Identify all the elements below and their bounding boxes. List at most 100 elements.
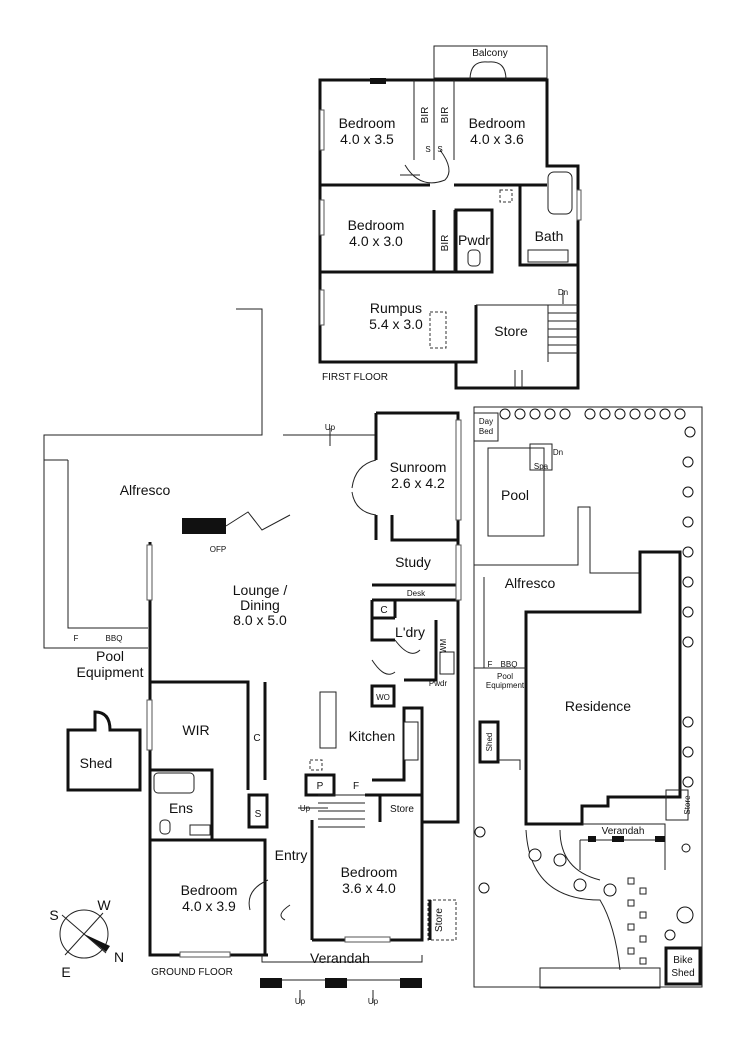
tree-icon	[528, 848, 542, 862]
room-name: Bedroom	[341, 864, 398, 880]
tree-icon	[682, 546, 694, 558]
bir-label: BIR	[440, 235, 451, 252]
kitchen-label: Kitchen	[349, 728, 396, 744]
room-name: Bedroom	[348, 217, 405, 233]
fireplace-flue	[225, 511, 291, 531]
balcony-label: Balcony	[472, 48, 508, 59]
tree-icon	[682, 516, 694, 528]
up-label: Up	[295, 997, 306, 1006]
room-name: Dining	[240, 597, 280, 613]
wall-oven-box	[370, 684, 396, 708]
side-store-outline	[427, 899, 457, 941]
site-pool-outline	[487, 447, 545, 537]
tree-icon	[614, 408, 626, 420]
ofp-label: OFP	[210, 545, 226, 554]
wir-walls	[150, 680, 267, 790]
up-label: Up	[325, 423, 336, 432]
shelf-label: S	[425, 145, 430, 154]
tree-icon	[584, 408, 596, 420]
tree-icon	[544, 408, 556, 420]
tree-icon	[499, 408, 511, 420]
tree-icon	[514, 408, 526, 420]
room-size: 4.0 x 3.6	[470, 131, 524, 147]
site-residence	[524, 550, 682, 826]
residence-label: Residence	[565, 698, 631, 714]
tree-icon	[629, 408, 641, 420]
compass-rose: W S N E	[49, 897, 124, 980]
shed-walls	[66, 710, 142, 792]
post-3	[400, 978, 422, 988]
tree-icon	[682, 716, 694, 728]
alfresco-label: Alfresco	[505, 575, 556, 591]
tree-icon	[682, 576, 694, 588]
bike-shed-label: Shed	[671, 968, 694, 979]
ensuite-toilet-icon	[159, 819, 171, 835]
bath-walls	[518, 185, 578, 267]
site-front-strip	[539, 967, 661, 989]
kitchen-island	[319, 691, 337, 749]
room-name: Sunroom	[390, 459, 447, 475]
room-name: Rumpus	[370, 300, 422, 316]
post-1	[260, 978, 282, 988]
pool-label: Pool	[501, 487, 529, 503]
wir-label: WIR	[182, 722, 209, 738]
room-size: 4.0 x 3.9	[182, 898, 236, 914]
compass-e: E	[61, 964, 70, 980]
powder-label: Pwdr	[458, 232, 490, 248]
room-name: Lounge /	[233, 582, 288, 598]
site-store	[665, 789, 689, 821]
window-rumpus	[319, 289, 325, 326]
alfresco-label: Alfresco	[120, 482, 171, 498]
store-walls	[456, 305, 478, 364]
paver-icon	[627, 947, 635, 955]
tree-icon	[681, 843, 691, 853]
shed-label: Shed	[485, 733, 494, 752]
paver-icon	[639, 887, 647, 895]
ensuite-walls	[150, 768, 267, 955]
verandah-label: Verandah	[310, 950, 370, 966]
window-study	[455, 544, 462, 601]
balcony-doors	[469, 61, 507, 81]
site-pool-area	[474, 506, 640, 574]
site-driveway	[525, 829, 621, 971]
compass-s: S	[49, 907, 58, 923]
compass-circle	[59, 909, 109, 959]
day-bed-label: Day	[479, 417, 493, 426]
room-size: 8.0 x 5.0	[233, 612, 287, 628]
fireplace-icon	[182, 518, 226, 534]
store-label: Store	[683, 795, 692, 815]
stair-store-s	[247, 793, 269, 829]
entry-label: Entry	[275, 847, 308, 863]
window-bath	[576, 189, 582, 221]
pantry-dash	[309, 759, 323, 771]
spa-label: Spa	[534, 462, 549, 471]
store-label: Store	[494, 323, 528, 339]
bike-shed-label: Bike	[673, 955, 693, 966]
paver-icon	[639, 935, 647, 943]
cupboard-label: C	[253, 733, 260, 744]
heater-block	[370, 78, 386, 84]
tree-icon	[682, 486, 694, 498]
paver-icon	[639, 911, 647, 919]
shower-dash	[499, 189, 513, 203]
pantry-label: P	[317, 781, 324, 792]
pool-equipment-label: Pool	[96, 648, 124, 664]
room-name: Bedroom	[181, 882, 238, 898]
alfresco-inner	[67, 460, 148, 629]
tree-icon	[599, 408, 611, 420]
tree-icon	[573, 878, 587, 892]
store-s-label: S	[255, 809, 262, 820]
entry-doors	[248, 879, 291, 921]
shelf-label: S	[437, 145, 442, 154]
powder-room-walls	[454, 208, 494, 274]
site-verandah-post	[588, 836, 596, 842]
desk-label: Desk	[407, 589, 426, 598]
site-alfresco-outline	[474, 577, 526, 669]
tree-icon	[659, 408, 671, 420]
tree-icon	[682, 776, 694, 788]
laundry-doors	[371, 639, 421, 675]
rumpus-hatch	[429, 311, 447, 349]
ground-floor-labels: Alfresco Up OFP Sunroom 2.6 x 4.2 Lounge…	[74, 423, 448, 1006]
site-verandah-post	[655, 836, 665, 842]
level-label: FIRST FLOOR	[322, 372, 388, 383]
